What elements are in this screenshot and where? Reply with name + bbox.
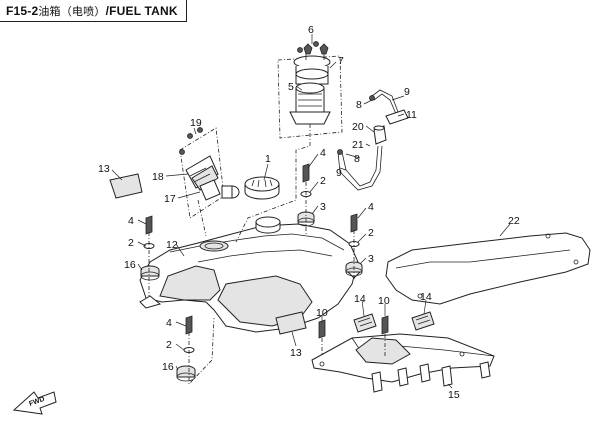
callout-3-right: 3 [368, 253, 374, 265]
callout-2-left-upper: 2 [128, 237, 134, 249]
callout-4-right: 4 [368, 201, 374, 213]
tank-support-bracket [311, 333, 495, 393]
title-english: /FUEL TANK [105, 4, 178, 18]
bolt-left [318, 319, 326, 356]
callout-13-left: 13 [98, 163, 110, 175]
callout-10-left: 10 [316, 307, 328, 319]
callout-8-mid: 8 [354, 153, 360, 165]
fuel-pump-assembly [235, 41, 343, 243]
callout-9-mid: 9 [336, 167, 342, 179]
callout-21: 21 [352, 139, 364, 151]
callout-1: 1 [265, 153, 271, 165]
fastener-stack-right [345, 213, 363, 280]
callout-4-center: 4 [320, 147, 326, 159]
title-block: F15-2油箱（电喷）/FUEL TANK [0, 0, 187, 22]
fastener-stack-lower-left [176, 315, 215, 385]
heat-shield-plate [385, 232, 591, 305]
vent-line-assembly [337, 89, 409, 191]
callout-15: 15 [448, 389, 460, 401]
forward-direction-arrow: FWD [12, 391, 57, 415]
rubber-pad-left [109, 173, 143, 199]
fastener-stack-center [297, 163, 315, 234]
callout-11: 11 [406, 109, 417, 121]
clip-left [353, 313, 377, 333]
fuel-tank-body [139, 216, 363, 333]
callout-20: 20 [352, 121, 364, 133]
callout-13-bottom: 13 [290, 347, 302, 359]
callout-4-left-lower: 4 [166, 317, 172, 329]
callout-4-left-upper: 4 [128, 215, 134, 227]
callout-7: 7 [338, 55, 344, 67]
callout-2-right: 2 [368, 227, 374, 239]
fastener-stack-upper-left [140, 215, 160, 296]
callout-18: 18 [152, 171, 164, 183]
callout-22: 22 [508, 215, 520, 227]
rubber-pad-bottom [275, 311, 307, 335]
callout-5: 5 [288, 81, 294, 93]
callout-19: 19 [190, 117, 202, 129]
callout-3-center: 3 [320, 201, 326, 213]
callout-9-top: 9 [404, 86, 410, 98]
title-chinese: 油箱（电喷） [38, 6, 106, 18]
callout-17: 17 [164, 193, 176, 205]
callout-8-top: 8 [356, 99, 362, 111]
callout-2-center: 2 [320, 175, 326, 187]
callout-10-right: 10 [378, 295, 390, 307]
clip-right [411, 311, 435, 331]
diagram-title: F15-2油箱（电喷）/FUEL TANK [6, 3, 178, 19]
callout-6: 6 [308, 24, 314, 36]
leader-lines [111, 34, 511, 389]
callout-14-left: 14 [354, 293, 366, 305]
callout-2-left-lower: 2 [166, 339, 172, 351]
title-code: F15-2 [6, 4, 39, 18]
callout-labels: 1 6 7 5 9 8 11 20 21 8 9 19 18 17 13 4 2… [98, 24, 520, 401]
callout-16-left-upper: 16 [124, 259, 136, 271]
callout-14-right: 14 [420, 291, 432, 303]
bolt-right [381, 315, 389, 356]
callout-16-left-lower: 16 [162, 361, 174, 373]
callout-12: 12 [166, 239, 178, 251]
ecu-bracket-assembly [179, 127, 240, 237]
fuel-cap [244, 176, 280, 200]
